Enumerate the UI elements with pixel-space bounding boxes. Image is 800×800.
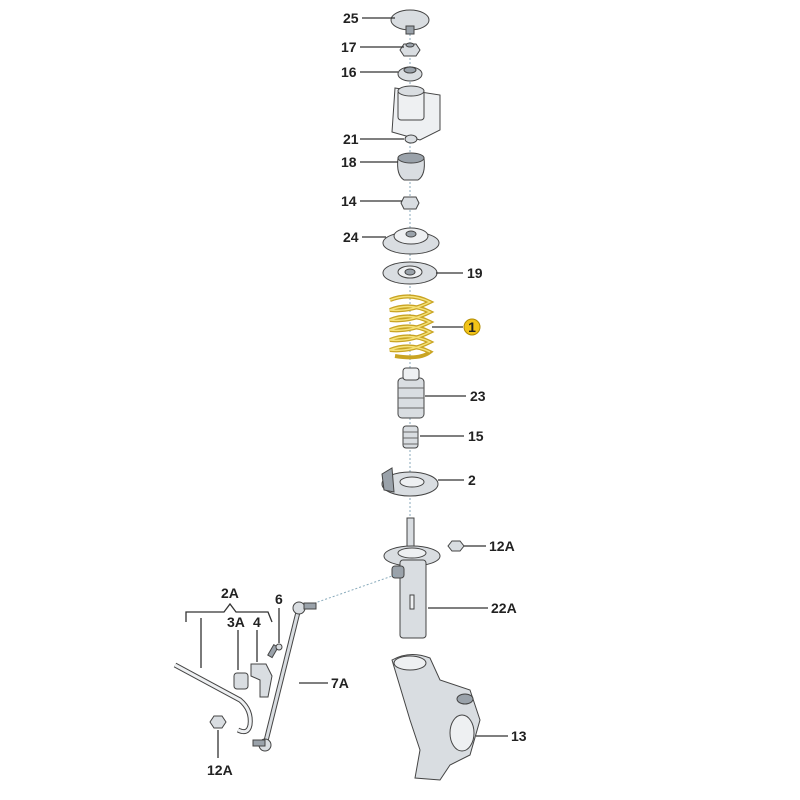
body-mount (391, 85, 441, 141)
part-17-nut[interactable] (399, 42, 421, 57)
part-2-lower-seat[interactable] (381, 467, 439, 497)
callout-3a: 3A (227, 614, 245, 630)
callout-4: 4 (253, 614, 261, 630)
part-18-bushing[interactable] (397, 152, 425, 181)
callout-1: 1 (468, 319, 476, 335)
part-6-bolt[interactable] (267, 643, 283, 659)
callout-21: 21 (343, 131, 359, 147)
part-15-bump-stop[interactable] (402, 425, 419, 449)
callout-15: 15 (468, 428, 484, 444)
callout-25: 25 (343, 10, 359, 26)
part-12a-nut-bottom[interactable] (209, 715, 227, 729)
part-12a-nut-top[interactable] (447, 540, 465, 552)
callout-1-badge: 1 (463, 318, 481, 336)
part-14-nut[interactable] (400, 196, 420, 210)
leader-lines (185, 17, 508, 758)
part-22a-shock-absorber[interactable] (383, 517, 441, 639)
part-13-steering-knuckle[interactable] (391, 654, 481, 781)
callout-2: 2 (468, 472, 476, 488)
callout-23: 23 (470, 388, 486, 404)
callout-6: 6 (275, 591, 283, 607)
callout-13: 13 (511, 728, 527, 744)
part-23-dust-boot[interactable] (397, 367, 425, 419)
callout-16: 16 (341, 64, 357, 80)
callout-24: 24 (343, 229, 359, 245)
part-19-spring-seat[interactable] (382, 261, 438, 285)
part-25-cap[interactable] (390, 9, 430, 35)
callout-18: 18 (341, 154, 357, 170)
callout-17: 17 (341, 39, 357, 55)
callout-14: 14 (341, 193, 357, 209)
part-24-strut-mount[interactable] (382, 227, 440, 255)
callout-22a: 22A (491, 600, 517, 616)
callout-12a-bottom: 12A (207, 762, 233, 778)
callout-7a: 7A (331, 675, 349, 691)
part-3a-bushing[interactable] (233, 672, 249, 690)
part-1-coil-spring[interactable] (389, 294, 435, 360)
part-16-washer[interactable] (397, 66, 423, 82)
part-7a-stabilizer-link[interactable] (252, 601, 317, 752)
part-21-washer[interactable] (404, 134, 418, 144)
part-4-clamp[interactable] (250, 663, 273, 698)
stabilizer-bar (173, 662, 253, 735)
callout-19: 19 (467, 265, 483, 281)
link-axis (311, 574, 396, 605)
callout-2a: 2A (221, 585, 239, 601)
callout-12a-top: 12A (489, 538, 515, 554)
